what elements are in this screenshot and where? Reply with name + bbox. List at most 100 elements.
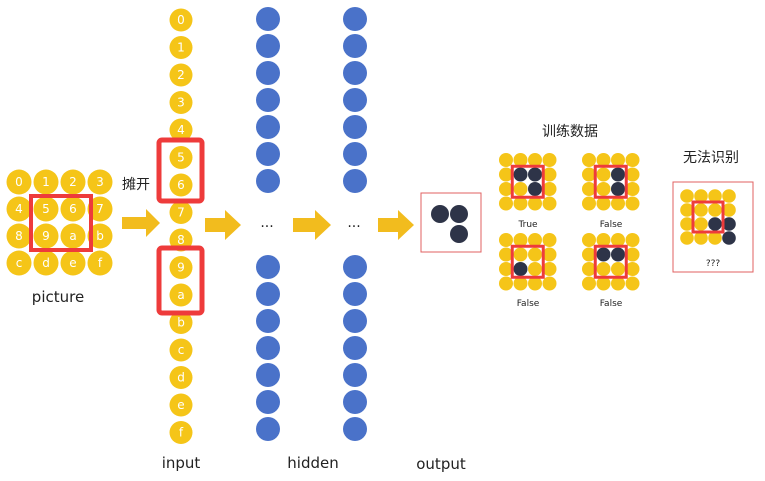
grid-pixel: [625, 247, 640, 262]
hidden-node: [256, 390, 280, 414]
grid-pixel: [582, 182, 596, 196]
grid-pixel: [513, 233, 528, 247]
input-node-label: 5: [177, 151, 185, 165]
input-node-label: 2: [177, 68, 185, 82]
grid-pixel: [611, 153, 625, 167]
training-label-4: False: [600, 299, 623, 309]
grid-pixel: [499, 262, 513, 276]
picture-pixel: [6, 223, 32, 249]
picture-pixel-label: b: [96, 229, 104, 243]
picture-pixel: [87, 169, 113, 195]
input-node: [169, 338, 193, 362]
grid-pixel: [528, 233, 542, 247]
grid-dark-pixel: [611, 167, 625, 182]
picture-pixel: [6, 250, 32, 276]
grid-pixel: [611, 262, 625, 276]
grid-highlight-box: [510, 244, 545, 279]
picture-pixel: [6, 196, 32, 222]
grid-pixel: [582, 233, 596, 247]
input-node-label: c: [178, 343, 185, 357]
grid-pixel: [582, 196, 596, 211]
hidden-node: [256, 115, 280, 139]
input-node-label: b: [177, 316, 185, 330]
arrow-input-to-hidden1: [205, 210, 241, 240]
grid-pixel: [582, 247, 596, 262]
input-node-label: e: [177, 398, 184, 412]
hidden-node: [343, 169, 367, 193]
input-node: [169, 91, 193, 114]
grid-pixel: [513, 196, 528, 211]
input-node: [169, 63, 193, 87]
input-node-label: 7: [177, 206, 185, 220]
grid-pixel: [722, 189, 736, 203]
unknown-border: [672, 181, 754, 273]
training-label-1: True: [517, 220, 538, 230]
grid-pixel: [596, 153, 611, 167]
input-node-label: 3: [177, 96, 185, 110]
grid-pixel: [542, 276, 557, 291]
hidden-node: [343, 88, 367, 112]
grid-pixel: [694, 189, 708, 203]
picture-pixel-label: 8: [15, 229, 23, 243]
grid-pixel: [528, 247, 542, 262]
input-node-label: 6: [177, 178, 185, 192]
grid-pixel: [513, 153, 528, 167]
picture-pixel-label: e: [69, 256, 76, 270]
picture-pixel: [60, 169, 86, 195]
grid-dark-pixel: [722, 231, 736, 245]
grid-pixel: [499, 233, 513, 247]
output-label: output: [416, 455, 466, 473]
input-node: [169, 201, 193, 224]
input-label: input: [162, 454, 201, 472]
input-node: [169, 36, 193, 59]
grid-pixel: [722, 203, 736, 217]
training-label-2: False: [600, 220, 623, 230]
unknown-title: 无法识别: [683, 150, 739, 166]
hidden-node: [256, 34, 280, 58]
picture-pixel-label: 3: [96, 175, 104, 189]
hidden-layer-2: ...: [343, 7, 367, 441]
input-node: [169, 146, 193, 169]
output-node: [431, 205, 449, 223]
grid-dark-pixel: [596, 247, 611, 262]
hidden-1-ellipsis: ...: [260, 215, 273, 231]
grid-pixel: [582, 276, 596, 291]
grid-pixel: [582, 167, 596, 182]
grid-pixel: [680, 189, 694, 203]
grid-pixel: [596, 262, 611, 276]
picture-pixel: [33, 250, 59, 276]
grid-pixel: [596, 182, 611, 196]
arrow-hidden1-to-hidden2: [293, 210, 331, 240]
hidden-node: [343, 7, 367, 31]
training-label-3: False: [517, 299, 540, 309]
hidden-node: [256, 142, 280, 166]
grid-pixel: [499, 276, 513, 291]
hidden-node: [256, 88, 280, 112]
grid-pixel: [708, 231, 722, 245]
grid-dark-pixel: [611, 182, 625, 196]
input-highlight-box-bottom: [156, 245, 205, 316]
picture-pixel-label: 5: [42, 202, 50, 216]
unknown-label: ???: [706, 259, 721, 269]
grid-pixel: [528, 196, 542, 211]
hidden-node: [256, 282, 280, 306]
input-node-label: d: [177, 371, 185, 385]
picture-pixel-label: 4: [15, 202, 23, 216]
grid-pixel: [499, 247, 513, 262]
grid-pixel: [513, 247, 528, 262]
grid-pixel: [596, 196, 611, 211]
input-node: [169, 393, 193, 417]
grid-pixel: [542, 153, 557, 167]
grid-pixel: [542, 233, 557, 247]
hidden-node: [256, 309, 280, 333]
grid-pixel: [625, 196, 640, 211]
picture-pixel-label: 7: [96, 202, 104, 216]
picture-label: picture: [32, 288, 84, 306]
grid-pixel: [542, 247, 557, 262]
grid-pixel: [499, 167, 513, 182]
grid-pixel: [528, 276, 542, 291]
output-node: [450, 205, 468, 223]
hidden-node: [343, 309, 367, 333]
